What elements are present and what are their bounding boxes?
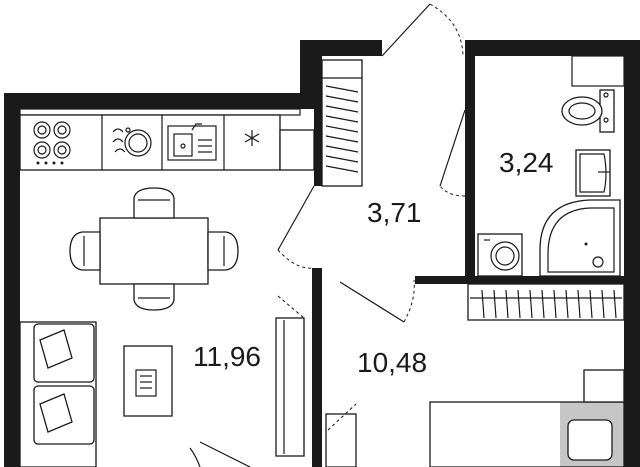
- chair-bottom: [133, 283, 175, 311]
- wall-bath-left-top: [465, 56, 475, 196]
- wall-top-left: [4, 93, 300, 109]
- wall-right: [624, 40, 640, 467]
- tv-stand: [275, 317, 305, 457]
- shower-icon: [539, 199, 621, 277]
- bath-niche: [571, 55, 625, 87]
- wardrobe-frame: [321, 59, 363, 187]
- wall-hall-left: [314, 56, 322, 186]
- wall-bath-left-bottom: [465, 196, 475, 276]
- coffee-table: [123, 345, 173, 417]
- counter-end: [279, 129, 315, 171]
- interior-walls: [312, 55, 640, 467]
- coffee-table-top: [123, 345, 173, 417]
- kitchen-living-area: 11,96: [193, 341, 261, 372]
- bathroom-door: [439, 109, 466, 197]
- sink-icon: [167, 123, 217, 161]
- chair-top: [133, 187, 175, 219]
- nightstand: [583, 369, 625, 403]
- kitchen-door: [277, 185, 315, 269]
- pillow-2: [39, 393, 73, 433]
- dishwasher-icon: [112, 127, 152, 157]
- hall-wardrobe: [321, 59, 363, 187]
- bed: [429, 369, 625, 467]
- wall-top-right: [465, 40, 640, 56]
- pillow: [567, 419, 613, 461]
- entrance-door: [381, 3, 464, 57]
- washbasin: [575, 149, 611, 197]
- bathroom-area: 3,24: [499, 147, 554, 178]
- dining-table: [69, 187, 239, 311]
- table: [99, 217, 209, 285]
- wall-top-mid: [300, 40, 382, 56]
- window-sill-kitchen: [19, 108, 301, 116]
- hallway-area: 3,71: [367, 197, 422, 228]
- washing-machine-icon: [477, 233, 523, 277]
- chair-left: [69, 231, 101, 271]
- wall-bath-bottom: [415, 276, 640, 284]
- wall-left: [4, 93, 20, 467]
- exterior-walls: [4, 40, 640, 467]
- tv-icon: [275, 295, 305, 457]
- sofa: [19, 321, 97, 467]
- laptop-icon: [135, 369, 157, 397]
- wall-bedroom-left: [312, 268, 322, 467]
- stove-icon: [33, 121, 71, 165]
- bedroom-closet: [467, 283, 625, 321]
- bedroom-area: 10,48: [357, 347, 427, 378]
- pillow-1: [39, 329, 73, 369]
- chair-right: [207, 231, 239, 271]
- bedroom-door: [339, 279, 415, 323]
- toilet-icon: [561, 89, 615, 133]
- snowflake-icon: [244, 130, 260, 146]
- bedroom-wardrobe: [325, 403, 357, 467]
- balcony-door: [199, 441, 251, 467]
- wall-step: [300, 40, 316, 109]
